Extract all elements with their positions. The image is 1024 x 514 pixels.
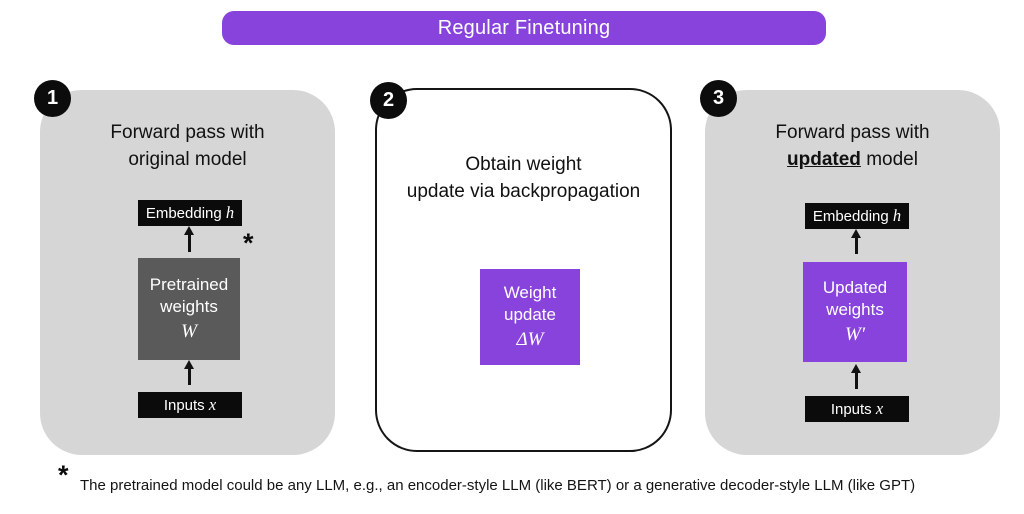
updated-emphasis: updated	[787, 148, 861, 170]
arrow-up-icon	[188, 234, 191, 252]
step-2-badge: 2	[370, 82, 407, 119]
footnote-marker-asterisk: *	[243, 228, 254, 258]
inputs-variable: x	[875, 399, 884, 418]
panel-forward-pass-original: Forward pass with original model Embeddi…	[40, 90, 335, 455]
weight-update-label: Weight update ΔW	[504, 282, 557, 352]
arrow-up-icon	[188, 368, 191, 385]
panel-1-heading: Forward pass with original model	[40, 120, 335, 173]
updated-weights-node: Updated weights W′	[803, 262, 907, 362]
panel-2-heading: Obtain weight update via backpropagation	[377, 152, 670, 205]
inputs-variable: x	[208, 395, 217, 414]
panel-2-heading-line1: Obtain weight	[465, 154, 582, 175]
panel-forward-pass-updated: Forward pass with updated model Embeddin…	[705, 90, 1000, 455]
updated-weights-variable: W′	[844, 323, 866, 345]
inputs-label: Inputs x	[830, 399, 884, 418]
embedding-node-updated: Embedding h	[805, 203, 909, 229]
panel-3-heading-line1: Forward pass with	[775, 122, 930, 143]
step-1-number: 1	[46, 87, 59, 109]
embedding-variable: h	[225, 203, 235, 222]
step-3-number: 3	[712, 87, 725, 109]
panel-1-heading-line2: original model	[128, 148, 247, 170]
panel-weight-update: Obtain weight update via backpropagation…	[375, 88, 672, 452]
step-3-badge: 3	[700, 80, 737, 117]
step-1-badge: 1	[34, 80, 71, 117]
embedding-variable: h	[892, 206, 902, 225]
arrow-up-icon	[855, 372, 858, 389]
title-banner: Regular Finetuning	[222, 11, 826, 45]
footnote-asterisk: *	[58, 460, 69, 490]
pretrained-weights-node: Pretrained weights W	[138, 258, 240, 360]
inputs-node-original: Inputs x	[138, 392, 242, 418]
arrow-up-icon	[855, 237, 858, 254]
pretrained-weights-label: Pretrained weights W	[150, 274, 228, 344]
panel-3-heading: Forward pass with updated model	[705, 120, 1000, 173]
updated-weights-label: Updated weights W′	[823, 277, 887, 347]
pretrained-weights-variable: W	[181, 320, 197, 342]
inputs-label: Inputs x	[163, 395, 217, 414]
weight-update-variable: ΔW	[516, 328, 544, 350]
panel-3-heading-line2: updated model	[787, 148, 918, 170]
footnote-text: The pretrained model could be any LLM, e…	[80, 477, 916, 494]
embedding-node-original: Embedding h	[138, 200, 242, 226]
step-2-number: 2	[382, 89, 395, 111]
panel-1-heading-line1: Forward pass with	[110, 122, 265, 143]
embedding-label: Embedding h	[812, 206, 902, 225]
embedding-label: Embedding h	[145, 203, 235, 222]
panel-2-heading-line2: update via backpropagation	[406, 180, 641, 202]
inputs-node-updated: Inputs x	[805, 396, 909, 422]
title-banner-label: Regular Finetuning	[437, 16, 611, 39]
weight-update-node: Weight update ΔW	[480, 269, 580, 365]
